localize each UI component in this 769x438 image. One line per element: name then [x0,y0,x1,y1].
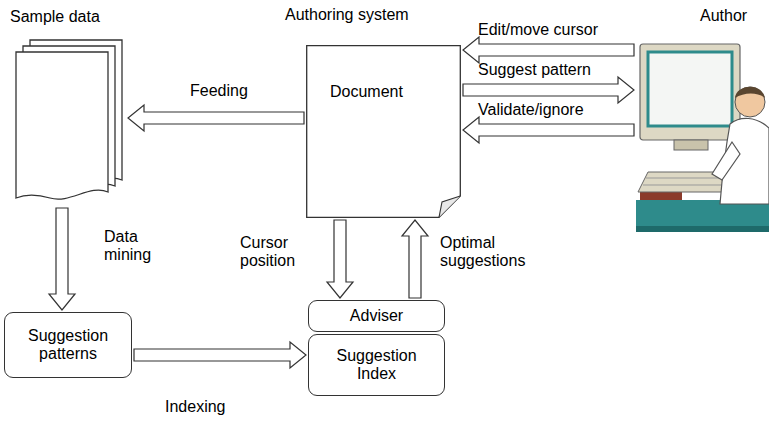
document-fold [439,196,460,217]
node-text: Adviser [350,307,403,325]
node-text: Document [330,83,403,101]
process-box: Adviser [308,300,445,332]
arrow-label: Optimal suggestions [440,234,535,270]
author-figure: Author [636,4,766,250]
process-box: Suggestion Index [308,334,445,396]
arrow-label: Data mining [104,228,174,264]
node-text: Sample data [10,8,100,26]
block-arrow [402,220,428,298]
block-arrow [134,342,306,368]
block-arrow [463,77,634,103]
arrow-label: Cursor position [240,234,310,270]
node-text: Suggestion Index [323,347,431,383]
process-box: Suggestion patterns [4,312,132,378]
arrow-label: Indexing [165,398,226,416]
block-arrow [463,37,634,63]
block-arrow [463,117,634,143]
node-text: Suggestion patterns [14,327,122,363]
arrow-label: Edit/move cursor [478,21,598,39]
arrow-label: Feeding [190,82,248,100]
arrow-label: Suggest pattern [478,61,591,79]
block-arrow [327,220,353,298]
node-text: Author [700,7,747,25]
document-outline [307,46,461,218]
document-outline [306,45,461,218]
block-arrow [128,105,304,131]
block-arrow [49,208,75,310]
document-stack [16,40,122,199]
document-box: Document [306,45,461,218]
author-computer [636,44,769,232]
arrow-label: Validate/ignore [478,101,584,119]
sample-data-stack: Sample data [8,6,126,206]
column-heading: Authoring system [285,6,409,24]
